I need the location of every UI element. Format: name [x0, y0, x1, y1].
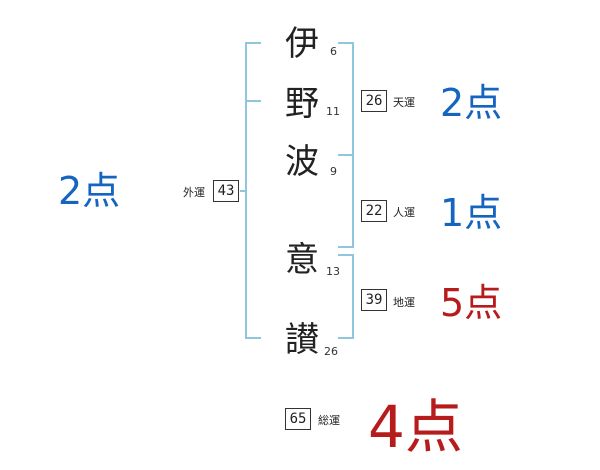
ten-bracket-vertical	[352, 42, 354, 156]
gaiun-score: 2点	[58, 169, 121, 213]
name-char-3: 波	[285, 142, 319, 182]
stroke-count-1: 6	[330, 45, 337, 58]
ten-bracket-top	[338, 42, 354, 44]
stroke-count-4: 13	[326, 265, 340, 278]
name-char-1: 伊	[285, 24, 319, 64]
jinun-value: 22	[361, 200, 387, 222]
stroke-count-3: 9	[330, 165, 337, 178]
stroke-count-5: 26	[324, 345, 338, 358]
outer-bracket-vertical	[245, 42, 247, 339]
outer-bracket-top	[245, 42, 261, 44]
jin-bracket-bottom	[338, 246, 354, 248]
name-char-2: 野	[285, 84, 319, 124]
chiun-score: 5点	[440, 281, 503, 325]
chiun-value: 39	[361, 289, 387, 311]
name-char-5: 讃	[285, 320, 319, 360]
jinun-label: 人運	[393, 206, 415, 219]
outer-bracket-stub	[240, 190, 246, 192]
souun-value: 65	[285, 408, 311, 430]
tenun-score: 2点	[440, 81, 503, 125]
ten-bracket-bottom	[338, 154, 354, 156]
stroke-count-2: 11	[326, 105, 340, 118]
jin-bracket-vertical	[352, 156, 354, 248]
gaiun-label: 外運	[183, 186, 205, 199]
tenun-value: 26	[361, 90, 387, 112]
name-char-4: 意	[285, 240, 319, 280]
jinun-score: 1点	[440, 191, 503, 235]
gaiun-value: 43	[213, 180, 239, 202]
souun-score: 4点	[368, 393, 463, 461]
souun-label: 総運	[318, 414, 340, 427]
chiun-label: 地運	[393, 296, 415, 309]
chi-bracket-top	[338, 254, 354, 256]
chi-bracket-vertical	[352, 254, 354, 339]
outer-bracket-mid	[245, 100, 261, 102]
outer-bracket-bottom	[245, 337, 261, 339]
tenun-label: 天運	[393, 96, 415, 109]
chi-bracket-bottom	[338, 337, 354, 339]
